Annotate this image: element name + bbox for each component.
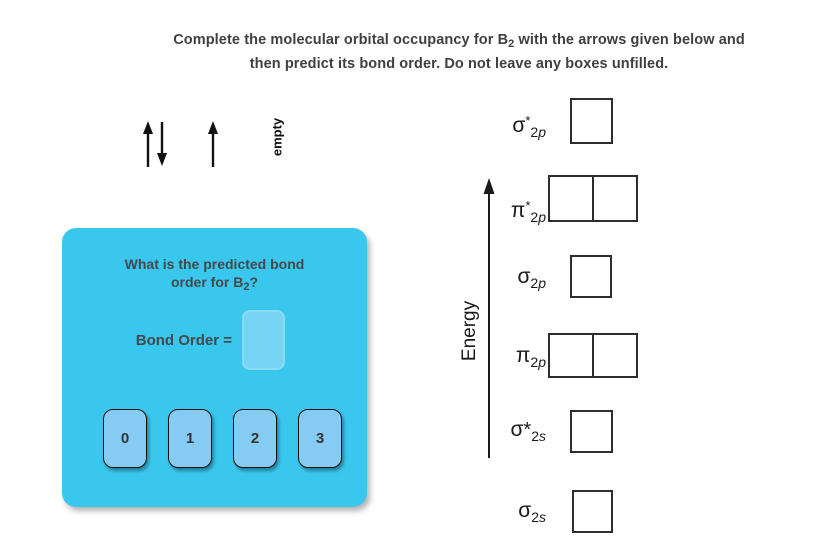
orbital-box-sigma-2p[interactable] xyxy=(570,255,612,298)
orbital-label-sigma-star-2p: σ*2p xyxy=(512,113,546,140)
bond-order-button-3[interactable]: 3 xyxy=(298,409,342,468)
bond-order-button-1[interactable]: 1 xyxy=(168,409,212,468)
orbital-box-pi-star-2p-left[interactable] xyxy=(548,175,594,222)
orbital-boxes-pi-star-2p xyxy=(548,175,638,222)
orbital-box-sigma-star-2p[interactable] xyxy=(570,98,613,144)
orbital-box-sigma-2s[interactable] xyxy=(572,490,613,533)
orbital-box-sigma-star-2s[interactable] xyxy=(570,410,613,453)
bond-order-button-0[interactable]: 0 xyxy=(103,409,147,468)
bond-order-panel: What is the predicted bond order for B2?… xyxy=(62,228,367,507)
bond-order-equals-label: Bond Order = xyxy=(135,332,232,349)
orbital-label-sigma-2s: σ2s xyxy=(518,499,546,525)
paired-electrons-arrow-icon[interactable] xyxy=(138,119,172,169)
bond-order-question: What is the predicted bond order for B2? xyxy=(124,256,305,293)
bond-order-answer-box[interactable] xyxy=(242,310,285,370)
orbital-label-pi-star-2p: π*2p xyxy=(510,198,546,225)
orbital-label-sigma-2p: σ2p xyxy=(517,265,546,291)
empty-option-label[interactable]: empty xyxy=(269,117,285,157)
orbital-box-pi-2p-left[interactable] xyxy=(548,333,594,378)
energy-axis-arrow xyxy=(483,178,495,458)
orbital-box-pi-2p-right[interactable] xyxy=(592,333,638,378)
instructions-text: Complete the molecular orbital occupancy… xyxy=(173,32,745,72)
orbital-box-pi-star-2p-right[interactable] xyxy=(592,175,638,222)
bond-order-button-2[interactable]: 2 xyxy=(233,409,277,468)
orbital-boxes-pi-2p xyxy=(548,333,638,378)
single-electron-arrow-icon[interactable] xyxy=(204,119,222,169)
orbital-label-sigma-star-2s: σ*2s xyxy=(510,418,546,444)
orbital-label-pi-2p: π2p xyxy=(515,344,546,370)
